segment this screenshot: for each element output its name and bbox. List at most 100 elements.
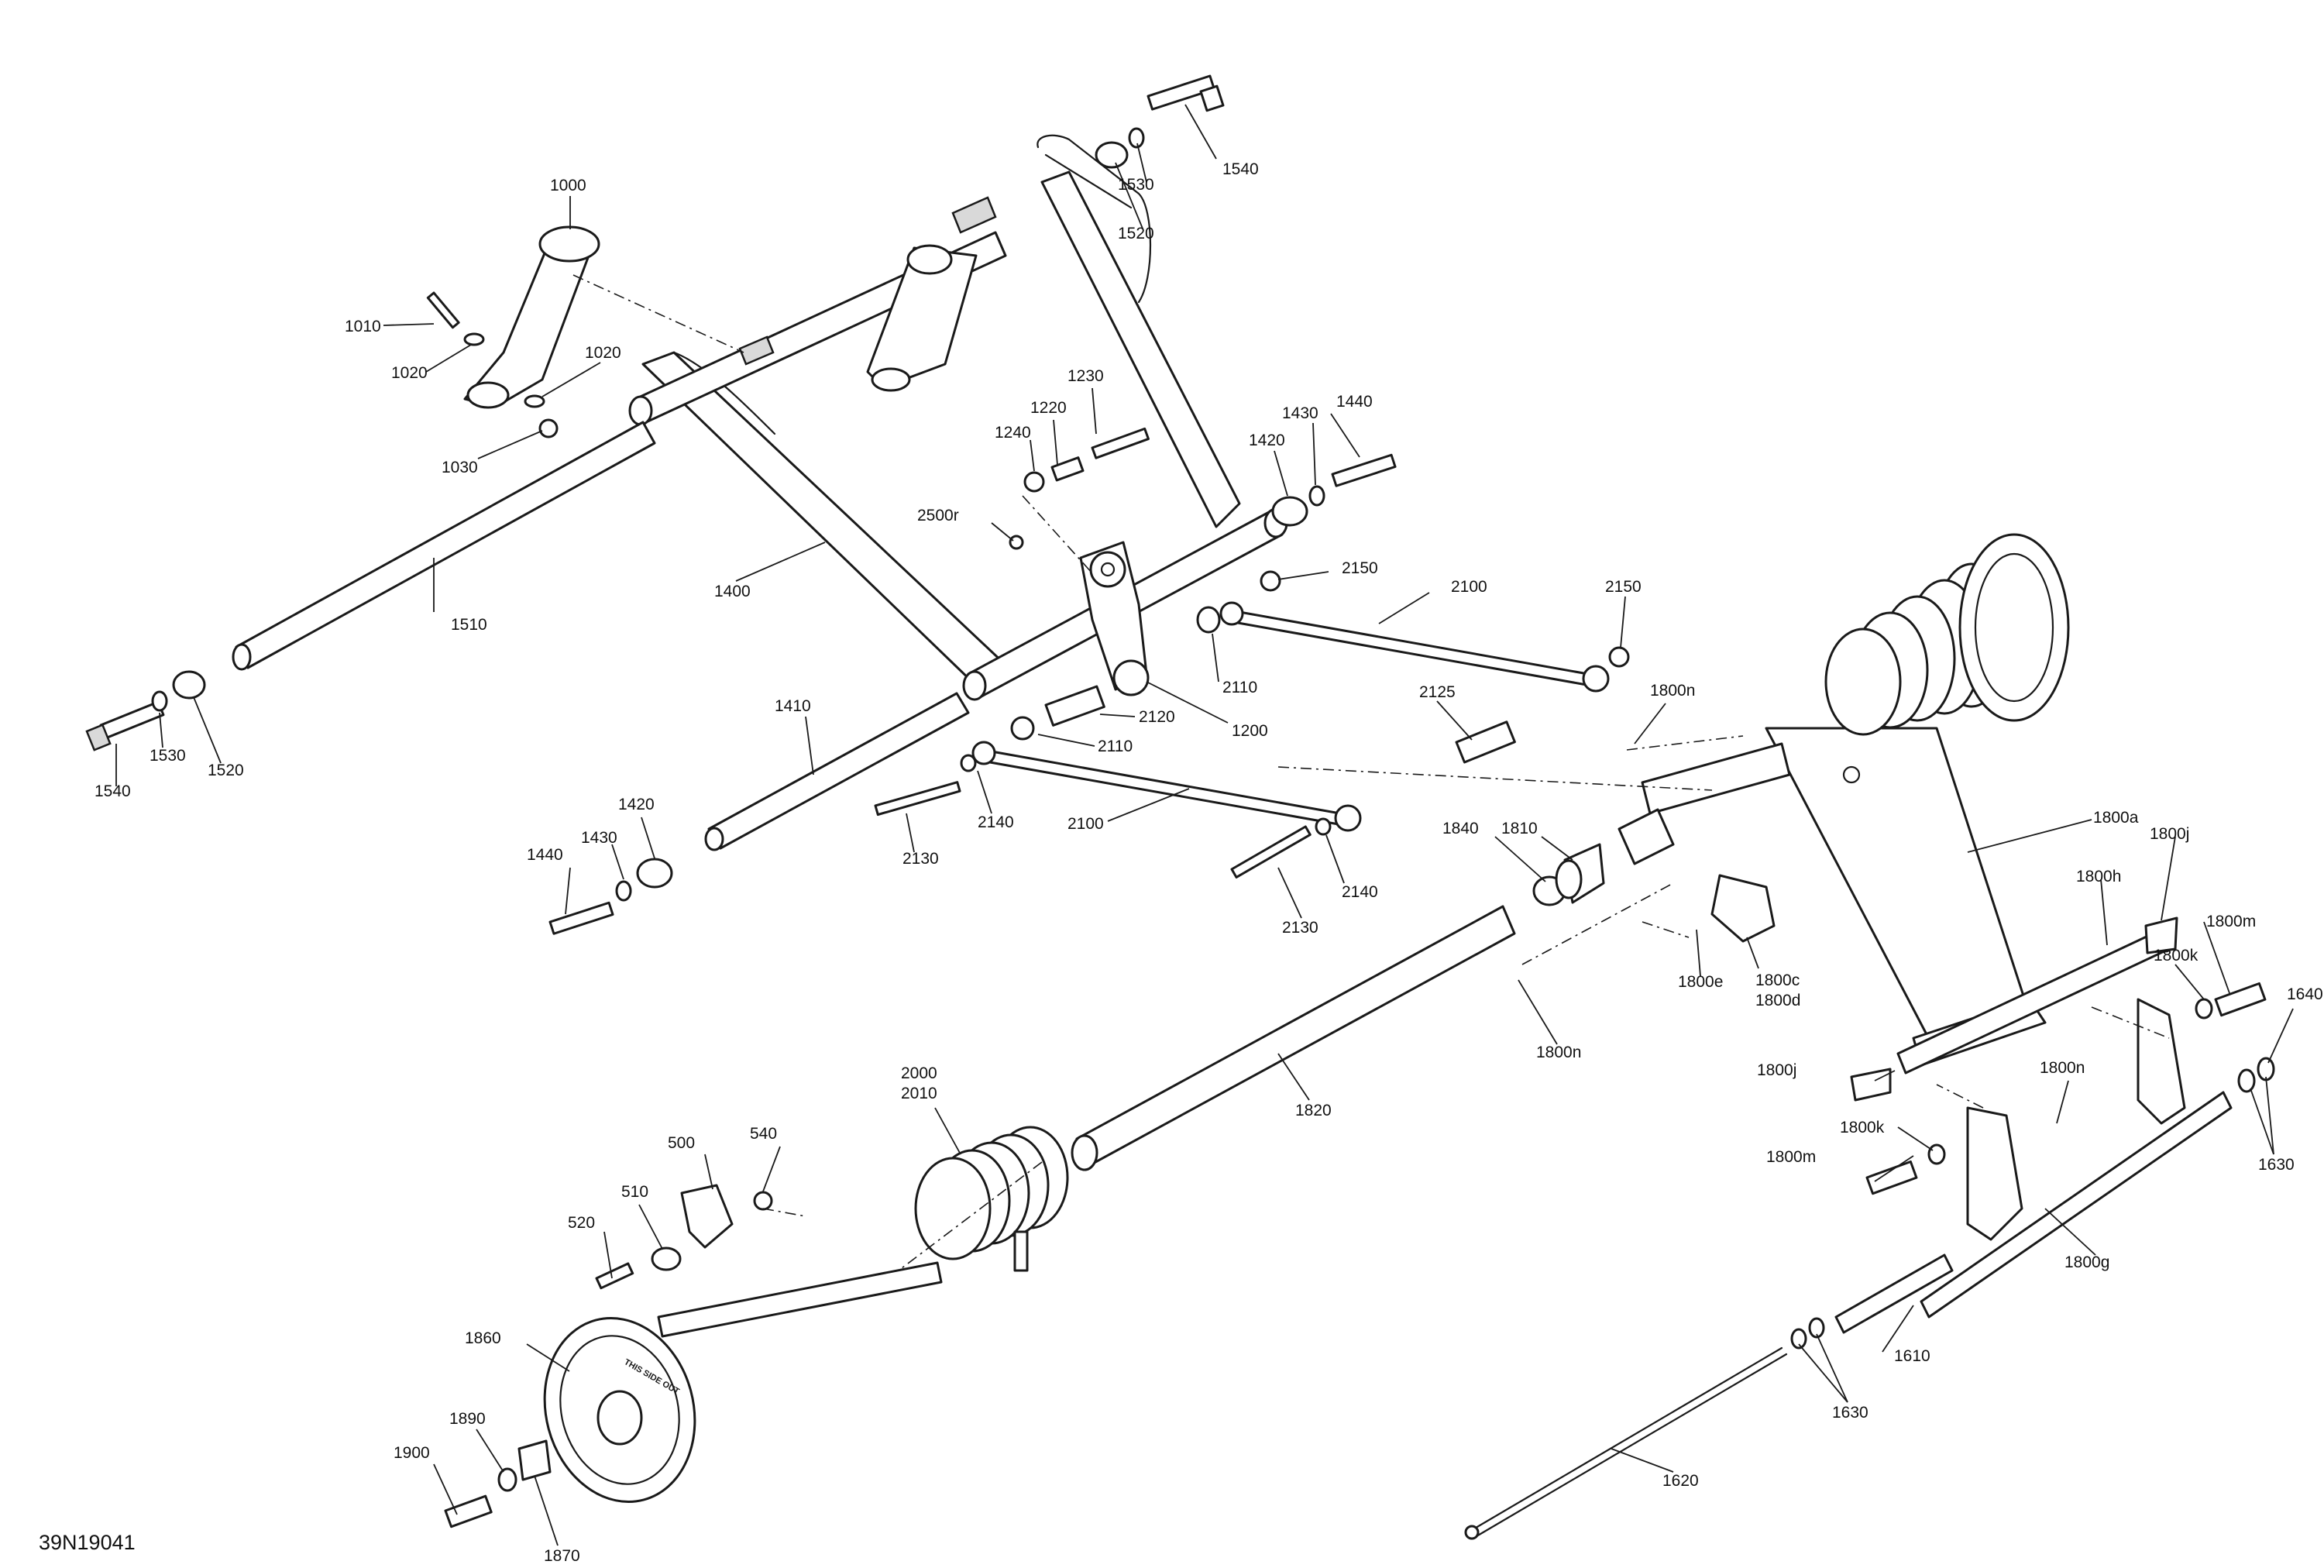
rod-2100-lower [971,741,1362,832]
callout-1810: 1810 [1501,820,1538,837]
callout-1020: 1020 [585,344,621,362]
figure-id: 39N19041 [39,1531,136,1554]
callout-2010: 2010 [901,1085,937,1102]
callout-1440: 1440 [527,846,563,864]
callout-2110: 2110 [1222,679,1257,696]
callout-1020: 1020 [391,364,428,382]
callout-2130: 2130 [902,850,939,868]
front-arm-1400 [628,134,1288,701]
callout-1800n: 1800n [2040,1059,2085,1077]
alignment-lines [572,274,2170,1271]
spacers-and-bolts [874,535,1630,879]
callout-1630: 1630 [1832,1404,1868,1422]
callout-510: 510 [621,1183,648,1201]
callout-2150: 2150 [1605,578,1642,596]
link-bracket-1000 [463,225,600,409]
callout-1800n: 1800n [1536,1044,1581,1061]
callout-1800m: 1800m [1766,1148,1816,1166]
callout-1800n: 1800n [1650,682,1695,700]
callout-2500r: 2500r [917,507,959,524]
callout-1200: 1200 [1232,722,1268,740]
pivot-bracket-1200 [1079,541,1150,696]
shaft-1820 [1071,905,1516,1171]
callout-1800k: 1800k [1840,1119,1885,1136]
callout-1440: 1440 [1336,393,1373,411]
callout-1860: 1860 [465,1329,501,1347]
callout-1520: 1520 [1118,225,1154,242]
callout-2140: 2140 [1342,883,1378,901]
callout-2140: 2140 [978,813,1014,831]
sleeve-1810-1840 [1532,808,1675,906]
idler-wheel-1860: THIS SIDE OUT [543,1317,696,1503]
callout-2100: 2100 [1067,815,1104,833]
callout-520: 520 [568,1214,595,1232]
callout-1820: 1820 [1295,1102,1332,1119]
callout-1900: 1900 [394,1444,430,1462]
hardware-1420-1440-left [548,858,673,935]
callout-2120: 2120 [1139,708,1175,726]
callout-labels: 1000 1010 1020 1020 1030 1540 1530 1520 … [95,160,2323,1565]
adjuster-500-540 [595,1184,773,1290]
callout-1800e: 1800e [1678,973,1723,991]
callout-1420: 1420 [618,796,655,813]
callout-1870: 1870 [544,1547,580,1565]
callout-1840: 1840 [1442,820,1479,837]
leader-lines [115,104,2294,1546]
callout-1510: 1510 [451,616,487,634]
callout-1430: 1430 [581,829,617,847]
hardware-1420-1440-right [1271,453,1397,527]
callout-2110: 2110 [1098,738,1133,755]
callout-1800j: 1800j [2150,825,2189,843]
callout-1010: 1010 [345,318,381,335]
callout-1420: 1420 [1249,432,1285,449]
callout-1800h: 1800h [2076,868,2121,885]
hardware-top-right [1095,74,1225,169]
callout-1430: 1430 [1282,404,1318,422]
hardware-1870-1900 [444,1439,552,1528]
callout-2100: 2100 [1451,578,1487,596]
callout-2000: 2000 [901,1064,937,1082]
callout-1000: 1000 [550,177,586,194]
callout-1800j: 1800j [1757,1061,1796,1079]
callout-1530: 1530 [150,747,186,765]
callout-1520: 1520 [208,762,244,779]
callout-1540: 1540 [95,782,131,800]
shaft-1410 [704,692,970,851]
axle-1610-1620 [1464,1253,1954,1540]
callout-1630: 1630 [2258,1156,2295,1174]
callout-1400: 1400 [714,583,751,600]
callout-2125: 2125 [1419,683,1456,701]
callout-540: 540 [750,1125,777,1143]
callout-1530: 1530 [1118,176,1154,194]
callout-1890: 1890 [449,1410,486,1428]
callout-2150: 2150 [1342,559,1378,577]
idler-wheel-upper [1958,533,2070,722]
callout-1800d: 1800d [1755,992,1800,1009]
callout-2130: 2130 [1282,919,1318,937]
callout-1800a: 1800a [2093,809,2139,827]
callout-1540: 1540 [1222,160,1259,178]
hardware-left [85,670,206,751]
rail-1800g [1920,1091,2233,1319]
hardware-1220-1240 [1023,427,1150,493]
callout-1800k: 1800k [2154,947,2199,965]
bracket-1800c [1710,874,1776,943]
callout-1030: 1030 [442,459,478,476]
hardware-1010-1030 [426,291,559,438]
shaft-1510 [232,421,656,671]
callout-1640: 1640 [2287,985,2323,1003]
callout-1230: 1230 [1067,367,1104,385]
callout-1610: 1610 [1894,1347,1930,1365]
hardware-1800j-m [1850,916,2275,1195]
callout-1800m: 1800m [2206,913,2256,930]
callout-1800g: 1800g [2064,1253,2109,1271]
callout-1240: 1240 [995,424,1031,442]
callout-1800c: 1800c [1755,971,1800,989]
link-bracket-upper-right [866,244,978,392]
rod-2100-upper [1219,601,1610,693]
callout-1620: 1620 [1662,1472,1699,1490]
callout-1220: 1220 [1030,399,1067,417]
callout-1410: 1410 [775,697,811,715]
callout-500: 500 [668,1134,695,1152]
